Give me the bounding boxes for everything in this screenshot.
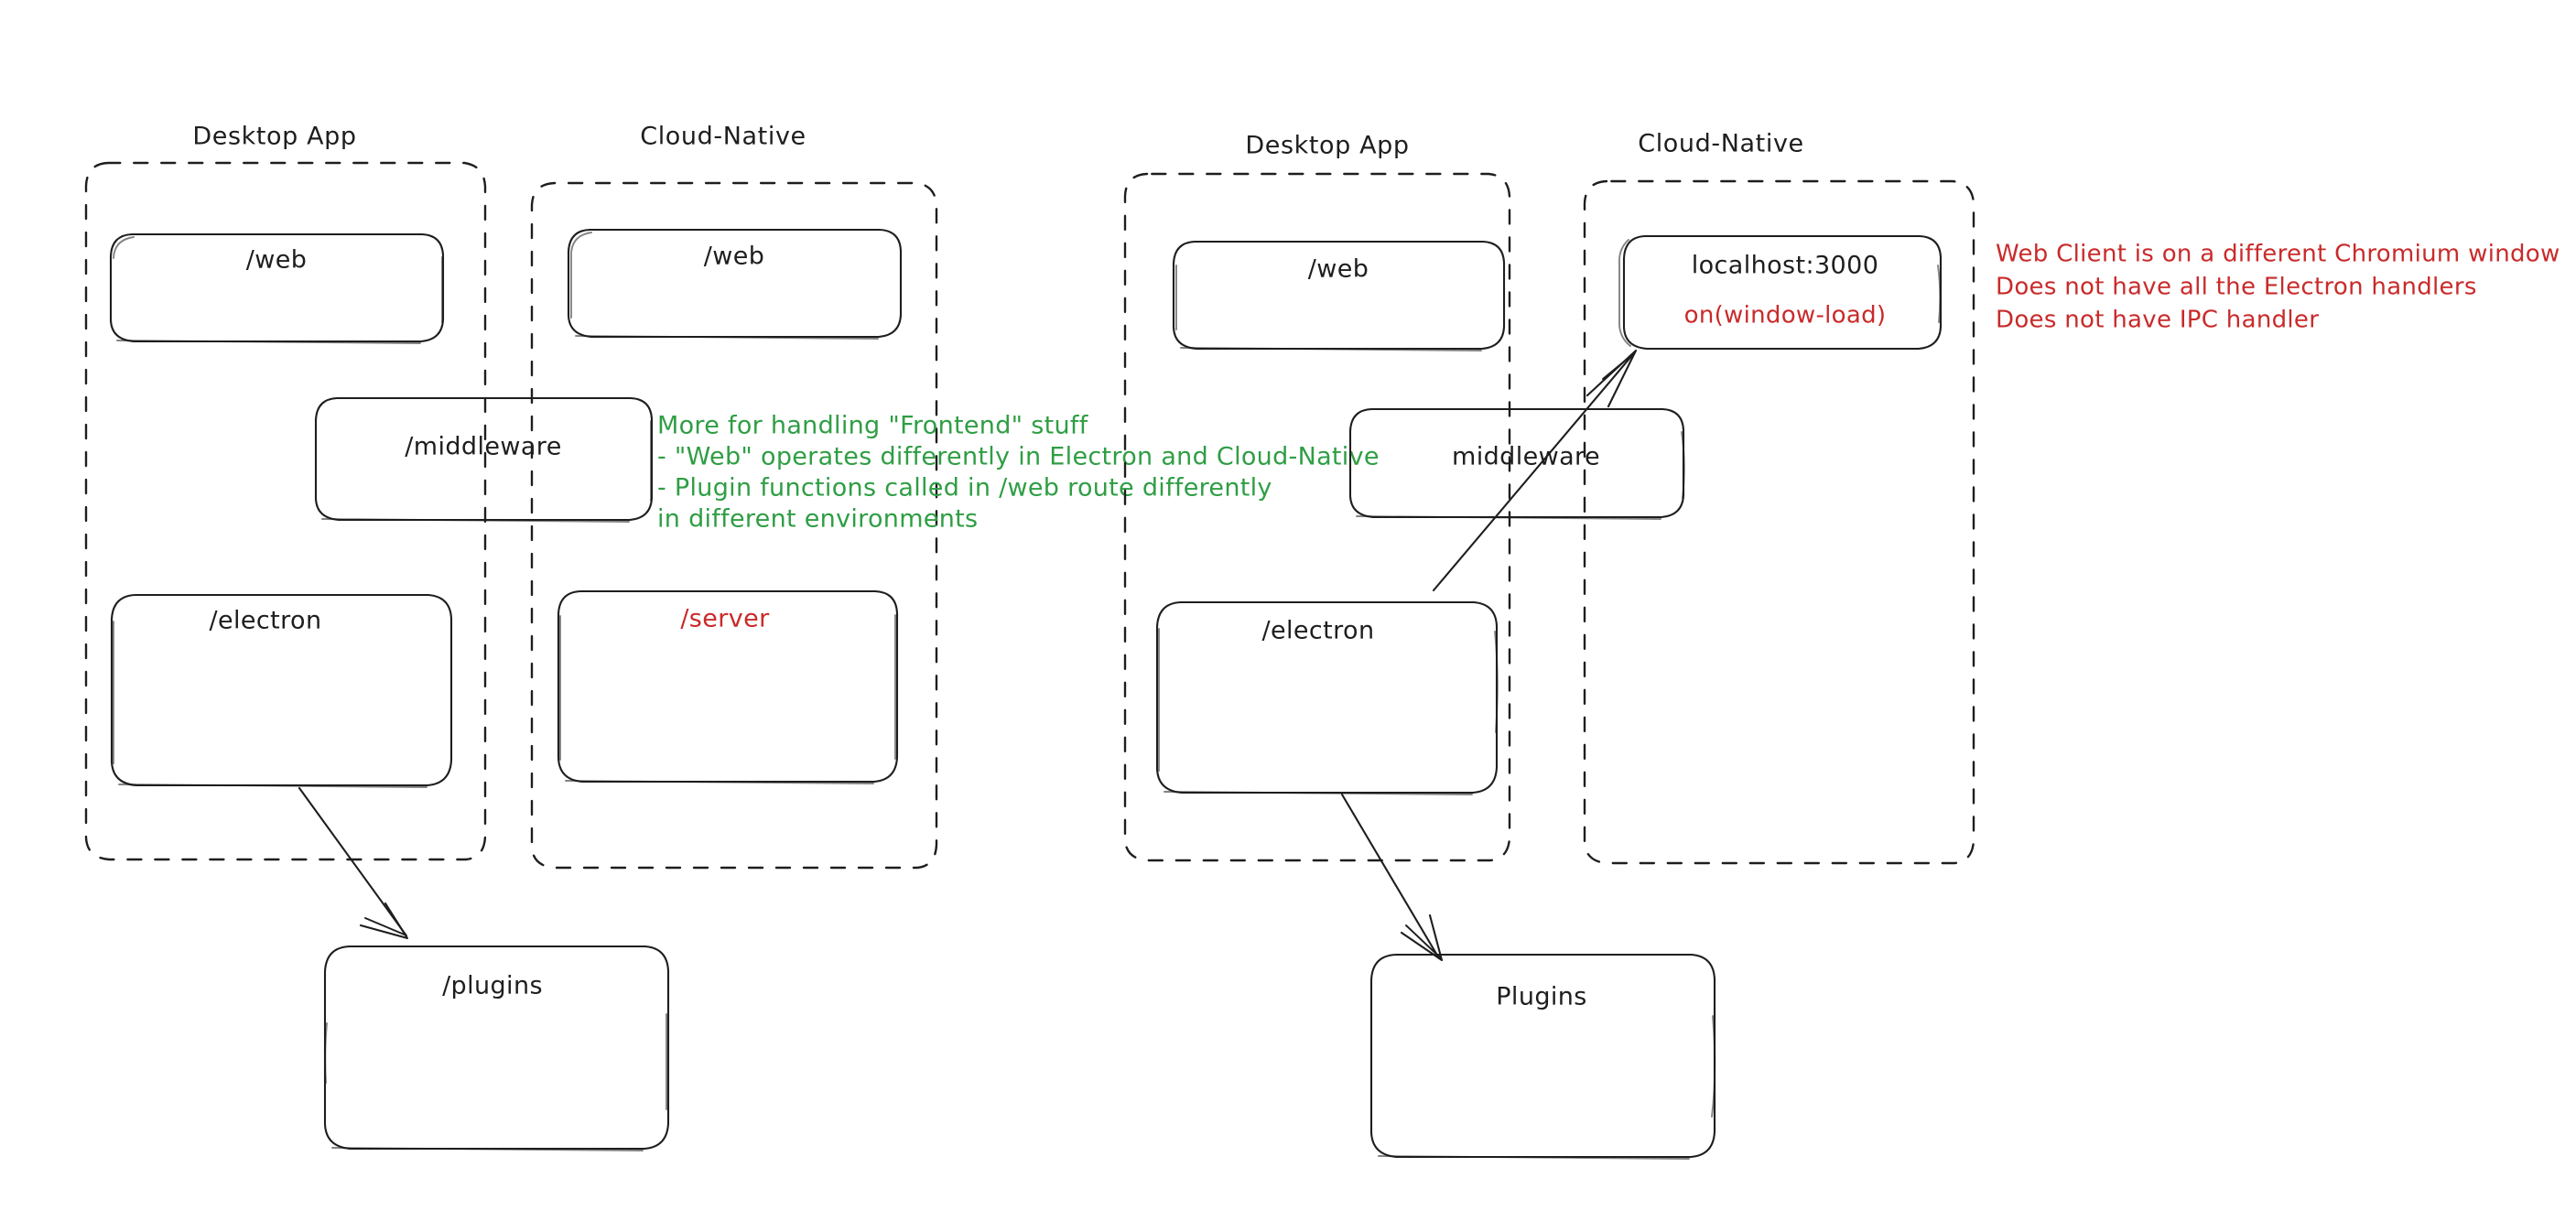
box-label-right-middleware: middleware xyxy=(1452,443,1600,471)
box-label-right-plugins: Plugins xyxy=(1496,983,1587,1011)
note-red-line-1: Does not have all the Electron handlers xyxy=(1996,274,2477,301)
box-sublabel-right-localhost: on(window-load) xyxy=(1684,302,1887,330)
box-right-desktop-web[interactable]: /web xyxy=(1172,240,1506,351)
group-label-right-cloud: Cloud-Native xyxy=(1638,130,1804,158)
box-right-plugins[interactable]: Plugins xyxy=(1369,953,1716,1160)
box-left-plugins[interactable]: /plugins xyxy=(323,945,670,1151)
box-right-electron[interactable]: /electron xyxy=(1155,600,1499,795)
box-label-left-desktop-web: /web xyxy=(246,246,308,275)
box-label-right-localhost: localhost:3000 xyxy=(1692,252,1879,280)
box-label-left-server: /server xyxy=(680,605,770,633)
group-container-left-desktop xyxy=(84,161,487,861)
box-label-left-electron: /electron xyxy=(210,607,322,635)
group-container-right-cloud xyxy=(1583,179,1975,865)
box-left-desktop-web[interactable]: /web xyxy=(109,232,445,344)
arrow-right-electron-to-plugins xyxy=(1340,793,1444,962)
note-green-line-2: - Plugin functions called in /web route … xyxy=(657,474,1272,503)
box-label-right-desktop-web: /web xyxy=(1308,255,1369,284)
note-red-line-2: Does not have IPC handler xyxy=(1996,307,2319,334)
box-label-right-electron: /electron xyxy=(1262,617,1375,645)
note-red-line-0: Web Client is on a different Chromium wi… xyxy=(1996,241,2560,268)
group-label-right-desktop: Desktop App xyxy=(1245,132,1409,160)
arrow-right-electron-to-localhost xyxy=(1432,349,1638,592)
note-red: Web Client is on a different Chromium wi… xyxy=(1996,241,2560,334)
box-right-middleware[interactable]: middleware xyxy=(1348,407,1685,520)
box-left-server[interactable]: /server xyxy=(557,589,899,784)
note-green-line-3: in different environments xyxy=(657,505,978,534)
note-green-line-1: - "Web" operates differently in Electron… xyxy=(657,443,1380,471)
note-green-line-0: More for handling "Frontend" stuff xyxy=(657,412,1089,440)
box-label-left-plugins: /plugins xyxy=(442,972,543,1000)
box-right-localhost[interactable]: localhost:3000 on(window-load) xyxy=(1618,234,1943,351)
note-green: More for handling "Frontend" stuff - "We… xyxy=(657,412,1380,534)
box-label-left-cloud-web: /web xyxy=(704,243,765,271)
box-label-left-middleware: /middleware xyxy=(405,433,561,461)
group-container-left-cloud xyxy=(530,181,938,870)
group-label-left-desktop: Desktop App xyxy=(192,123,356,151)
arrow-left-electron-to-plugins xyxy=(298,786,409,940)
box-left-electron[interactable]: /electron xyxy=(110,593,453,788)
group-label-left-cloud: Cloud-Native xyxy=(640,123,806,151)
box-left-cloud-web[interactable]: /web xyxy=(567,228,903,340)
box-left-middleware[interactable]: /middleware xyxy=(314,396,654,523)
group-container-right-desktop xyxy=(1123,172,1511,862)
